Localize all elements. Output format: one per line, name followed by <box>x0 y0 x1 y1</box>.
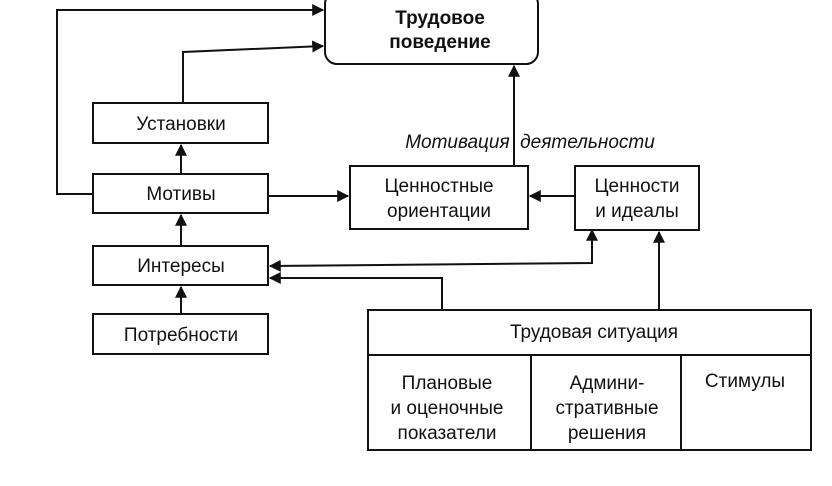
attitudes-label: Установки <box>136 114 225 135</box>
needs-label: Потребности <box>124 325 238 346</box>
attitudes-box <box>92 102 269 144</box>
motives-label: Мотивы <box>146 184 215 205</box>
value-orientations-label-2: ориентации <box>387 201 491 222</box>
arrow-attitudes-to-behavior <box>182 40 325 103</box>
labor-behavior-box <box>324 0 539 65</box>
values-ideals-box <box>574 165 700 231</box>
values-ideals-label-2: и идеалы <box>595 201 678 222</box>
value-orientations-label-1: Ценностные <box>384 176 493 197</box>
arrow-values-to-interests <box>268 228 598 272</box>
planned-indicators-label-2: и оценочные <box>391 398 504 419</box>
interests-box <box>92 245 269 286</box>
arrow-motives-feedback-to-behavior <box>56 4 325 195</box>
labor-situation-title: Трудовая ситуация <box>510 322 678 343</box>
interests-label: Интересы <box>137 256 225 277</box>
values-ideals-label-1: Ценности <box>595 176 680 197</box>
planned-indicators-label-1: Плановые <box>402 373 493 394</box>
labor-behavior-label-1: Трудовое <box>395 8 485 29</box>
planned-indicators-label-3: показатели <box>398 423 497 444</box>
admin-decisions-label-3: решения <box>568 423 646 444</box>
value-orientations-box <box>349 165 529 230</box>
motivation-label: Мотивация деятельности <box>405 132 655 153</box>
labor-situation-box <box>367 309 812 451</box>
admin-decisions-label-1: Админи- <box>570 373 645 394</box>
incentives-label: Стимулы <box>705 371 785 392</box>
labor-behavior-label-2: поведение <box>389 32 490 53</box>
admin-decisions-label-2: стративные <box>555 398 658 419</box>
arrow-situation-to-interests <box>268 272 443 310</box>
needs-box <box>92 313 269 355</box>
